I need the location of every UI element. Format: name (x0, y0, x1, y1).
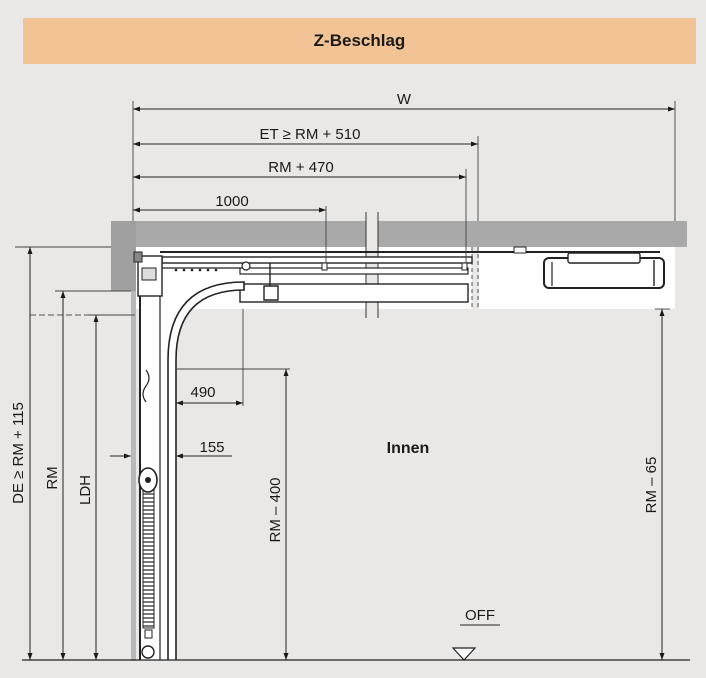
top-bracket (133, 251, 163, 297)
label-de: DE ≥ RM + 115 (10, 402, 27, 504)
garage-door-opener (543, 252, 665, 289)
lintel-wall (111, 221, 136, 291)
torsion-spring (142, 487, 155, 629)
hangers (174, 261, 468, 301)
track-curve-area (136, 247, 246, 660)
label-w: W (397, 91, 412, 108)
bottom-roller (141, 645, 155, 659)
wall-face (131, 291, 136, 661)
label-floor: OFF (465, 607, 495, 624)
diagram-title: Z-Beschlag (313, 31, 406, 50)
label-490: 490 (190, 384, 215, 401)
curved-track (167, 281, 245, 660)
label-rm-470: RM + 470 (268, 159, 333, 176)
label-inside: Innen (387, 440, 430, 457)
label-rm-65: RM – 65 (643, 457, 660, 514)
ceiling-slab (111, 221, 687, 247)
label-ldh: LDH (77, 475, 94, 505)
rail-clip (513, 246, 527, 254)
label-et: ET ≥ RM + 510 (260, 126, 361, 143)
label-rm: RM (44, 466, 61, 489)
label-155: 155 (199, 439, 224, 456)
floor-symbol (451, 624, 500, 661)
title-bar: Z-Beschlag (23, 18, 696, 64)
label-rm-400: RM – 400 (267, 477, 284, 542)
label-1000: 1000 (215, 193, 248, 210)
horizontal-track (161, 256, 473, 303)
